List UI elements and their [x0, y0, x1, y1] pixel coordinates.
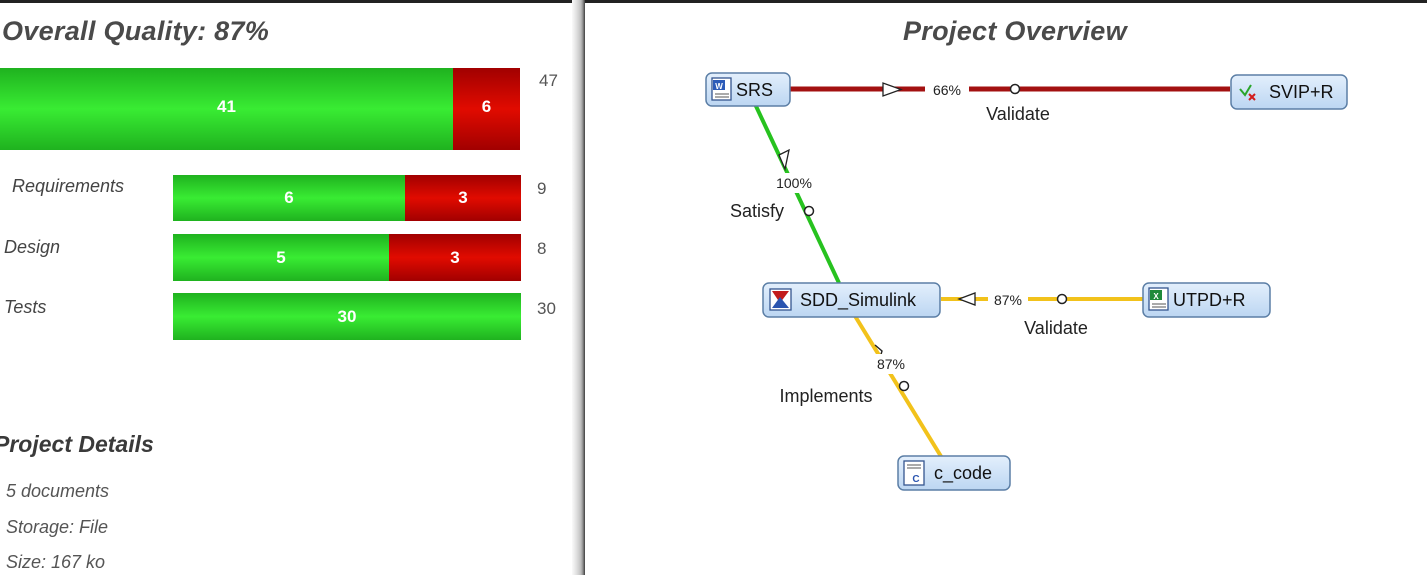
link-srs-sdd-percent: 100% — [776, 175, 812, 191]
tests-total-count: 30 — [537, 299, 556, 318]
panel-splitter[interactable] — [572, 0, 585, 575]
svg-text:X: X — [1153, 292, 1159, 301]
tests-passed-count: 30 — [337, 306, 357, 326]
project-details-title: Project Details — [0, 431, 154, 457]
link-srs-sdd[interactable]: 100% Satisfy — [730, 103, 841, 284]
node-c-code[interactable]: C c_code — [897, 455, 1011, 491]
project-overview-panel: Project Overview 66% Validate 100% Satis… — [585, 3, 1427, 575]
overall-quality-bar[interactable]: 41 6 — [0, 68, 520, 150]
node-sdd-simulink[interactable]: SDD_Simulink — [762, 282, 941, 318]
details-size: Size: 167 ko — [6, 552, 106, 572]
overall-quality-title: Overall Quality: 87% — [2, 16, 270, 46]
requirements-passed-count: 6 — [284, 188, 294, 207]
traceability-graph: 66% Validate 100% Satisfy 87% Validate — [705, 72, 1348, 491]
link-srs-svip-percent: 66% — [933, 82, 961, 98]
overall-failed-segment: 6 — [453, 68, 520, 150]
tests-label: Tests — [4, 297, 47, 317]
requirements-failed-count: 3 — [458, 188, 468, 207]
requirements-label: Requirements — [12, 176, 125, 196]
node-svip[interactable]: SVIP+R — [1230, 74, 1348, 110]
requirements-failed-segment: 3 — [405, 175, 521, 221]
design-bar[interactable]: 5 3 — [173, 234, 521, 281]
link-sdd-utpd[interactable]: 87% Validate — [941, 289, 1145, 338]
overall-total-count: 47 — [539, 71, 558, 90]
link-sdd-utpd-percent: 87% — [994, 292, 1022, 308]
word-document-icon: W — [711, 77, 732, 101]
requirements-total-count: 9 — [537, 179, 547, 198]
node-sdd-simulink-label: SDD_Simulink — [800, 290, 917, 311]
design-total-count: 8 — [537, 239, 547, 258]
details-storage: Storage: File — [6, 517, 109, 537]
requirements-passed-segment: 6 — [173, 175, 405, 221]
design-label: Design — [4, 237, 61, 257]
overall-passed-segment: 41 — [0, 68, 453, 150]
link-srs-svip[interactable]: 66% Validate — [790, 79, 1230, 124]
node-srs-label: SRS — [736, 80, 773, 100]
link-sdd-code[interactable]: 87% Implements — [779, 314, 944, 460]
simulink-model-icon — [769, 288, 792, 311]
window-top-border — [0, 0, 1427, 3]
node-utpd-label: UTPD+R — [1173, 290, 1246, 310]
node-c-code-label: c_code — [934, 463, 992, 484]
link-srs-sdd-label: Satisfy — [730, 201, 784, 221]
node-svip-label: SVIP+R — [1269, 82, 1334, 102]
tests-bar[interactable]: 30 — [173, 293, 521, 340]
link-sdd-code-percent: 87% — [877, 356, 905, 372]
c-source-file-icon: C — [903, 460, 925, 486]
design-failed-segment: 3 — [389, 234, 521, 281]
link-sdd-code-label: Implements — [779, 386, 872, 406]
link-sdd-utpd-label: Validate — [1024, 318, 1088, 338]
design-passed-count: 5 — [276, 247, 286, 267]
node-srs[interactable]: W SRS — [705, 72, 791, 107]
details-documents: 5 documents — [6, 481, 110, 501]
design-passed-segment: 5 — [173, 234, 389, 281]
link-srs-svip-label: Validate — [986, 104, 1050, 124]
node-utpd[interactable]: X UTPD+R — [1142, 282, 1271, 318]
requirements-bar[interactable]: 6 3 — [173, 175, 521, 221]
excel-document-icon: X — [1148, 287, 1169, 311]
project-overview-title: Project Overview — [903, 16, 1127, 46]
tests-passed-segment: 30 — [173, 293, 521, 340]
quality-summary-panel: Overall Quality: 87% 41 6 47 Requirement… — [0, 3, 572, 575]
design-failed-count: 3 — [450, 247, 460, 267]
svg-text:C: C — [912, 474, 919, 485]
overall-passed-count: 41 — [217, 96, 236, 116]
overall-failed-count: 6 — [481, 96, 492, 116]
test-result-icon — [1239, 84, 1256, 101]
svg-text:W: W — [715, 82, 723, 91]
